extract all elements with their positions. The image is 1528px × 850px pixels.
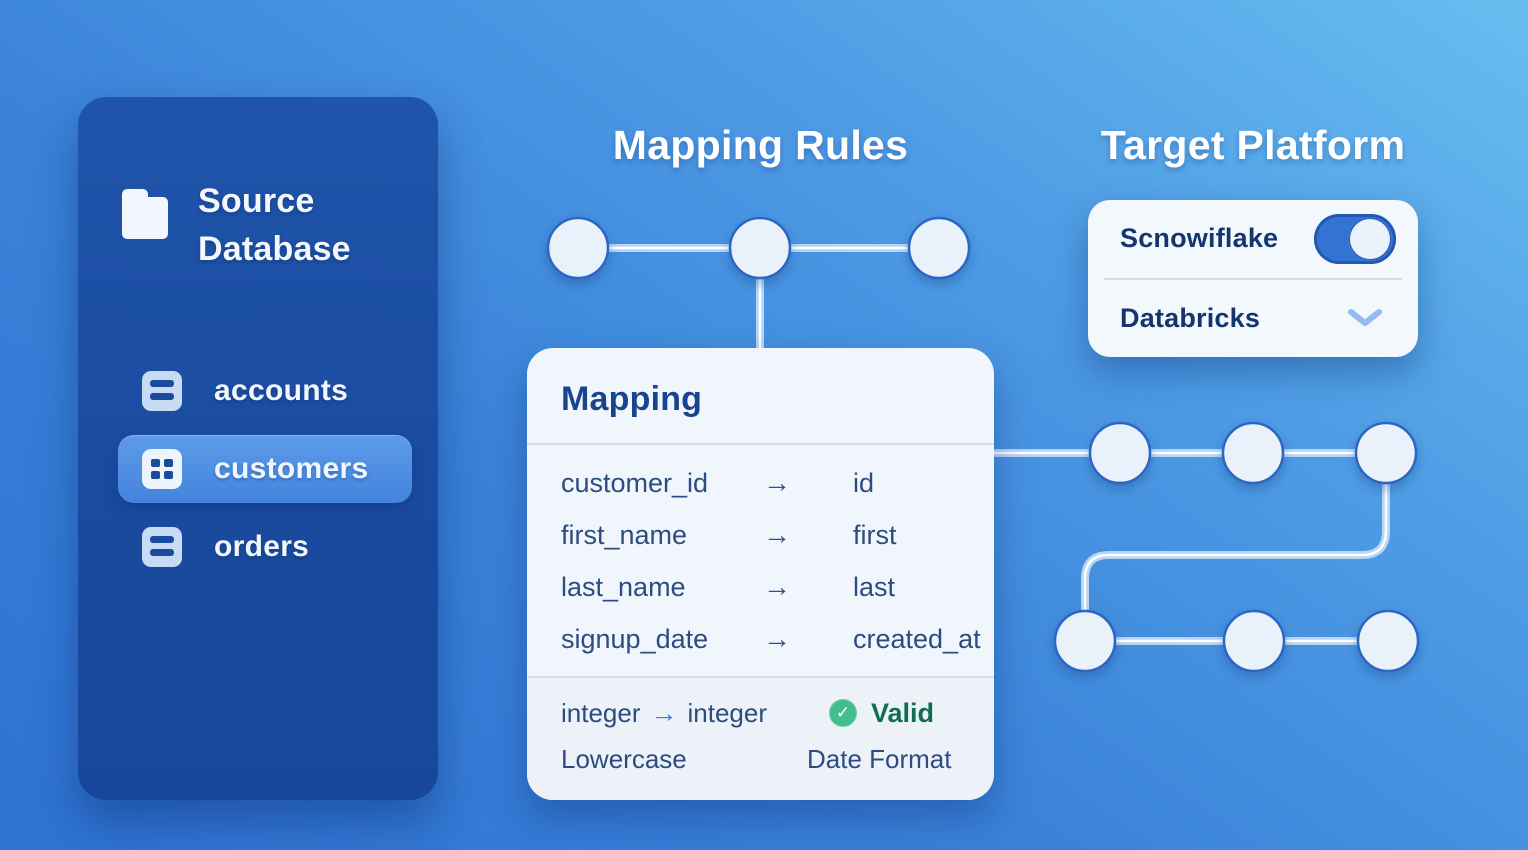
arrow-icon: → xyxy=(650,697,678,728)
arrow-icon: → xyxy=(763,467,791,498)
mapping-row: first_name → first xyxy=(561,509,994,561)
arrow-icon: → xyxy=(763,623,791,654)
toggle-knob xyxy=(1348,216,1392,261)
platform-label: Databricks xyxy=(1120,302,1261,333)
mapping-row: signup_date → created_at xyxy=(561,613,994,665)
target-field: created_at xyxy=(853,623,981,654)
sidebar-item-label: customers xyxy=(214,452,369,485)
target-field: first xyxy=(853,519,897,550)
mapping-card: Mapping customer_id → id first_name → fi… xyxy=(527,348,994,800)
source-field: customer_id xyxy=(561,467,709,498)
sidebar-item-accounts[interactable]: accounts xyxy=(118,357,412,425)
table-rows-icon xyxy=(142,371,182,411)
rule-node xyxy=(728,216,792,280)
table-rows-icon xyxy=(142,527,182,567)
rule-node xyxy=(546,216,610,280)
target-field: last xyxy=(853,571,896,602)
pipeline-node xyxy=(1221,421,1285,485)
status-label: Valid xyxy=(871,697,935,728)
platform-label: Scnowiflake xyxy=(1120,223,1279,254)
mapping-card-footer: integer → integer ✓ Valid Lowercase Date… xyxy=(527,678,994,800)
pipeline-node xyxy=(1053,609,1117,673)
mapping-row: last_name → last xyxy=(561,561,994,613)
mapping-card-title: Mapping xyxy=(561,380,703,418)
source-database-panel: Source Database accounts xyxy=(78,97,438,800)
sidebar-item-label: accounts xyxy=(214,374,349,407)
rule-node xyxy=(907,216,971,280)
mapping-rows: customer_id → id first_name → first last… xyxy=(527,445,994,676)
chevron-down-icon[interactable] xyxy=(1348,309,1382,327)
type-from: integer xyxy=(561,697,641,728)
table-grid-icon xyxy=(142,449,182,489)
divider xyxy=(527,676,994,678)
mapping-rules-heading: Mapping Rules xyxy=(612,122,909,168)
panel-title: Source Database xyxy=(198,182,351,268)
type-mapping-rule: integer → integer xyxy=(561,698,807,729)
pipeline-node xyxy=(1088,421,1152,485)
platform-option-snowflake: Scnowiflake xyxy=(1088,200,1418,278)
rule-lowercase: Lowercase xyxy=(561,743,687,774)
arrow-icon: → xyxy=(763,519,791,550)
pipeline-node xyxy=(1356,609,1420,673)
source-database-header: Source Database xyxy=(118,177,438,273)
pipeline-node xyxy=(1222,609,1286,673)
divider xyxy=(527,443,994,445)
platform-toggle[interactable] xyxy=(1314,213,1396,264)
target-platform-heading: Target Platform xyxy=(1100,122,1406,168)
mapping-row: customer_id → id xyxy=(561,457,994,509)
source-field: signup_date xyxy=(561,623,709,654)
sidebar-item-customers[interactable]: customers xyxy=(118,435,412,503)
source-field: first_name xyxy=(561,519,688,550)
check-circle-icon: ✓ xyxy=(829,699,857,727)
pipeline-node xyxy=(1354,421,1418,485)
rule-date-format: Date Format xyxy=(807,743,952,774)
sidebar-item-orders[interactable]: orders xyxy=(118,513,412,581)
target-platform-card: Scnowiflake Databricks xyxy=(1088,200,1418,357)
target-pipeline-connectors xyxy=(990,449,1390,645)
source-field: last_name xyxy=(561,571,686,602)
arrow-icon: → xyxy=(763,571,791,602)
sidebar-item-label: orders xyxy=(214,530,310,563)
folder-icon xyxy=(118,183,170,246)
divider xyxy=(1104,277,1402,280)
platform-option-databricks[interactable]: Databricks xyxy=(1088,280,1418,358)
validation-status: ✓ Valid xyxy=(829,698,994,729)
target-field: id xyxy=(853,467,875,498)
type-to: integer xyxy=(687,697,768,728)
